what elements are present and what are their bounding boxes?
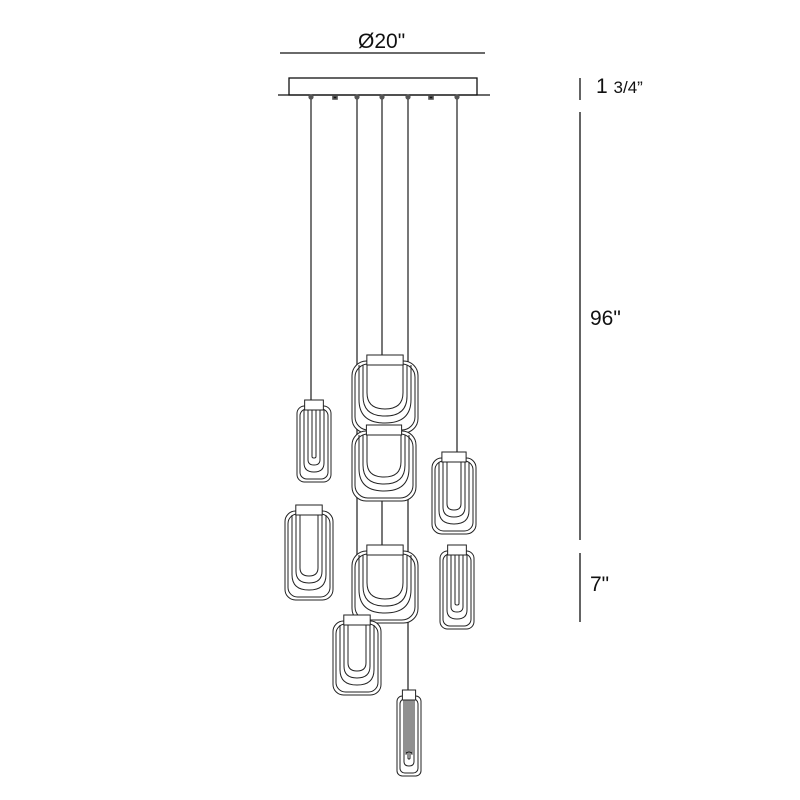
pendant-cap <box>343 614 371 626</box>
pendant-height-label: 7" <box>590 573 610 596</box>
pendant-cap <box>304 399 324 411</box>
glass-pendant <box>284 504 334 601</box>
glass-pendant <box>351 424 417 502</box>
diameter-label: Ø20" <box>358 30 406 53</box>
pendant-cap <box>441 451 467 463</box>
canopy-screw <box>428 95 434 100</box>
pendant-cap <box>365 424 403 436</box>
pendant-cap <box>295 504 323 516</box>
pendant-cap <box>447 544 467 556</box>
canopy-screw <box>332 95 338 100</box>
cord-connector <box>454 94 460 100</box>
overall-drop-label: 96" <box>590 307 621 330</box>
pendant-cap <box>366 544 404 556</box>
canopy-height-whole: 1 <box>596 75 608 98</box>
cord-connector <box>354 94 360 100</box>
glass-pendant <box>296 399 332 483</box>
canopy-height-fraction: 3/4” <box>613 78 643 97</box>
canopy <box>288 77 478 96</box>
cord-connector <box>405 94 411 100</box>
cord-connector <box>308 94 314 100</box>
glass-pendant <box>431 451 477 535</box>
glass-pendant <box>351 544 419 624</box>
glass-pendant <box>396 689 422 777</box>
glass-pendant <box>439 544 475 630</box>
pendant-cap <box>366 354 404 366</box>
glass-pendant <box>332 614 382 696</box>
canopy-height-label: 1 3/4” <box>596 75 643 99</box>
glass-pendant <box>351 354 419 434</box>
pendant-cap <box>401 689 417 701</box>
cord-connector <box>379 94 385 100</box>
